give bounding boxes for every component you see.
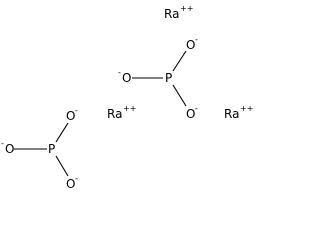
radium-ion-top: Ra ++ <box>164 4 193 21</box>
oxygen-charge: - <box>75 174 78 183</box>
radium-symbol: Ra <box>164 7 179 21</box>
oxygen-atom: O <box>186 107 195 121</box>
radium-charge: ++ <box>180 4 193 13</box>
p-o-bond-bottom <box>172 84 187 107</box>
p-o-bond-top <box>55 122 69 143</box>
phosphorus-atom: P <box>165 71 172 85</box>
radium-symbol: Ra <box>224 107 239 121</box>
radium-ion-right: Ra ++ <box>224 104 253 121</box>
chemical-structure: Ra ++ Ra ++ Ra ++ P O - - O O - P O - - … <box>1 4 253 191</box>
oxygen-charge: - <box>1 139 4 148</box>
radium-symbol: Ra <box>107 107 122 121</box>
oxygen-charge: - <box>75 106 78 115</box>
phosphorus-atom: P <box>48 142 55 156</box>
p-o-bond-top <box>172 50 187 72</box>
phosphite-ion-upper: P O - - O O - <box>118 35 198 121</box>
p-o-bond-bottom <box>55 155 69 177</box>
oxygen-atom: O <box>186 38 195 52</box>
radium-charge: ++ <box>240 104 253 113</box>
oxygen-atom: O <box>66 109 75 123</box>
oxygen-atom: O <box>66 177 75 191</box>
oxygen-atom: O <box>122 71 131 85</box>
oxygen-atom: O <box>5 142 14 156</box>
oxygen-charge: - <box>195 104 198 113</box>
radium-ion-middle: Ra ++ <box>107 104 136 121</box>
radium-charge: ++ <box>123 104 136 113</box>
phosphite-ion-lower: P O - - O O - <box>1 106 78 191</box>
oxygen-charge: - <box>195 35 198 44</box>
oxygen-charge: - <box>118 68 121 77</box>
